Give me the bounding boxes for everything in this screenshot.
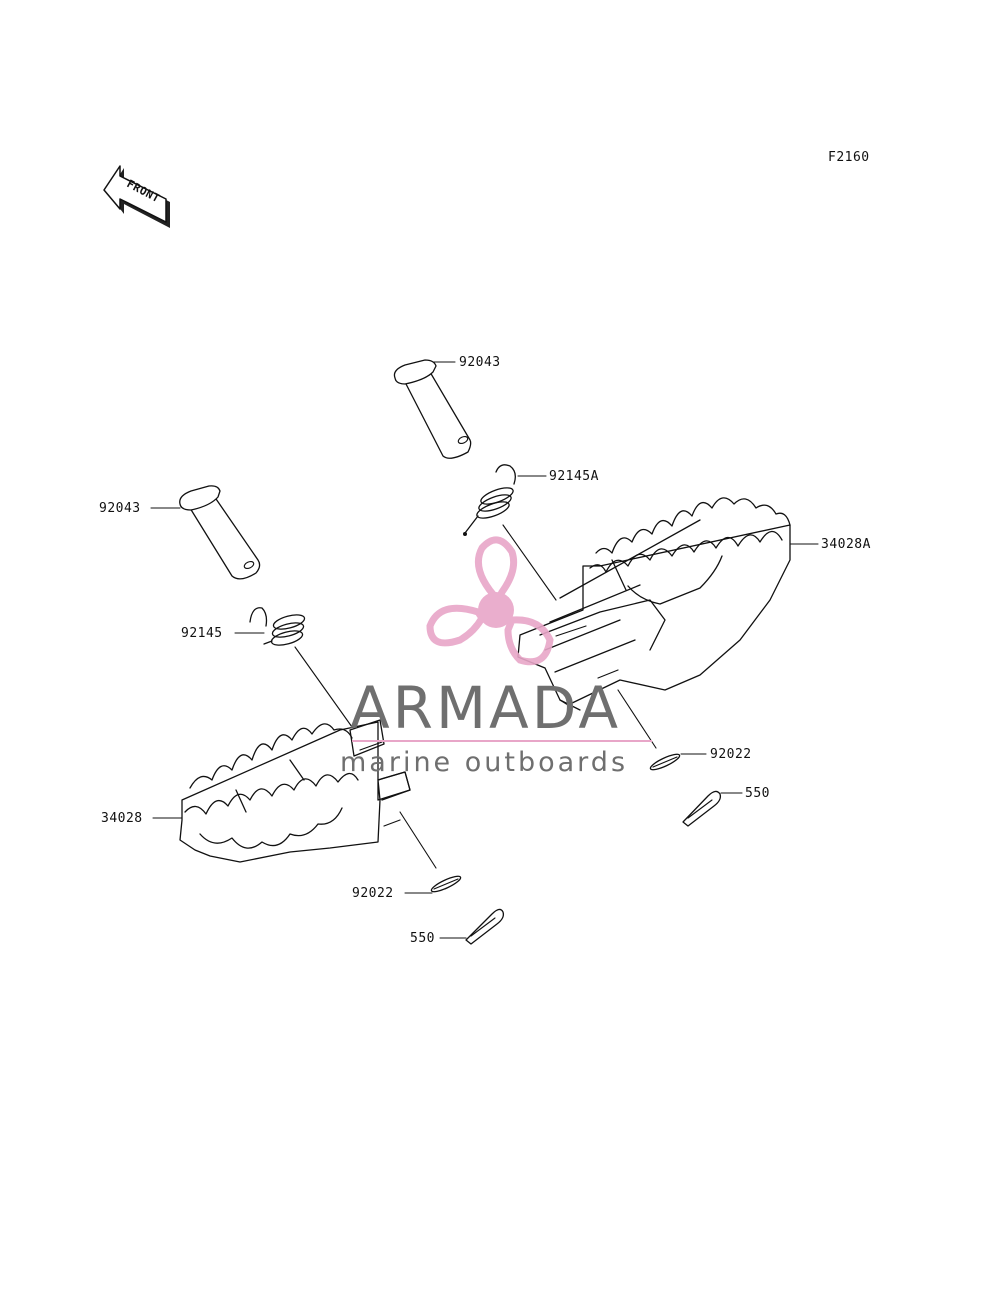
cotter-pin-right — [682, 790, 722, 827]
pin-left — [179, 485, 261, 580]
callout-washer-right: 92022 — [710, 747, 752, 762]
pin-upper — [393, 359, 472, 459]
callout-cotter-right: 550 — [745, 786, 770, 801]
watermark-tagline: marine outboards — [340, 747, 628, 778]
washer-left — [430, 875, 462, 893]
callout-washer-left: 92022 — [352, 886, 394, 901]
callout-footpeg-left: 34028 — [101, 811, 143, 826]
footpeg-left — [179, 719, 411, 863]
callout-spring-right: 92145A — [549, 469, 599, 484]
callout-spring-left: 92145 — [181, 626, 223, 641]
callout-footpeg-right: 34028A — [821, 537, 871, 552]
armada-logo-icon — [426, 536, 554, 666]
callout-cotter-left: 550 — [410, 931, 435, 946]
callout-pin-upper: 92043 — [459, 355, 501, 370]
watermark-name: ARMADA — [350, 674, 621, 742]
cotter-pin-left — [465, 908, 505, 945]
footpeg-right — [517, 497, 791, 711]
spring-right — [463, 464, 516, 536]
front-arrow-icon: FRONT — [103, 165, 170, 228]
spring-left — [249, 607, 306, 646]
callout-pin-left: 92043 — [99, 501, 141, 516]
washer-right — [649, 753, 681, 771]
figure-code: F2160 — [828, 150, 870, 165]
